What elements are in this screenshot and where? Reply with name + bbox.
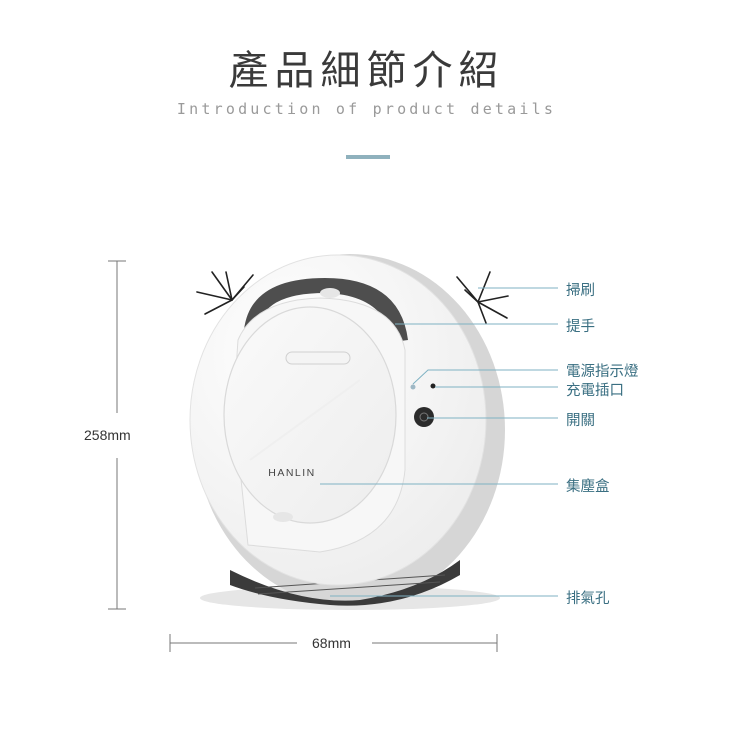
page-subtitle: Introduction of product details bbox=[176, 100, 557, 118]
power-switch bbox=[414, 407, 434, 427]
power-indicator-light bbox=[410, 384, 416, 390]
top-notch bbox=[320, 288, 340, 298]
callout-brush: 掃刷 bbox=[566, 283, 595, 299]
callout-switch: 開關 bbox=[566, 413, 595, 429]
page-title: 產品細節介紹 bbox=[228, 48, 505, 94]
power-switch-icon bbox=[419, 412, 429, 422]
width-dimension-line bbox=[169, 634, 498, 652]
left-brush bbox=[196, 271, 254, 315]
brand-logo: HANLIN bbox=[268, 467, 316, 479]
dust-box-lid bbox=[223, 306, 397, 524]
lid-highlight bbox=[249, 379, 361, 461]
bottom-notch bbox=[273, 512, 293, 522]
callout-power-indicator: 電源指示燈 bbox=[566, 364, 639, 380]
width-label: 68mm bbox=[312, 635, 351, 651]
callout-charging-port: 充電插口 bbox=[566, 383, 624, 399]
callout-lines bbox=[320, 287, 558, 597]
right-brush bbox=[456, 271, 509, 324]
title-accent-bar bbox=[346, 155, 390, 159]
callout-dust-box: 集塵盒 bbox=[566, 479, 610, 495]
robot-handle bbox=[244, 278, 408, 342]
callout-handle: 提手 bbox=[566, 319, 595, 335]
callout-vent: 排氣孔 bbox=[566, 591, 610, 607]
vent-grille bbox=[230, 560, 460, 606]
height-label: 258mm bbox=[84, 427, 131, 443]
lid-grip bbox=[285, 351, 351, 365]
charging-port bbox=[430, 383, 436, 389]
height-dimension-line bbox=[108, 260, 126, 610]
